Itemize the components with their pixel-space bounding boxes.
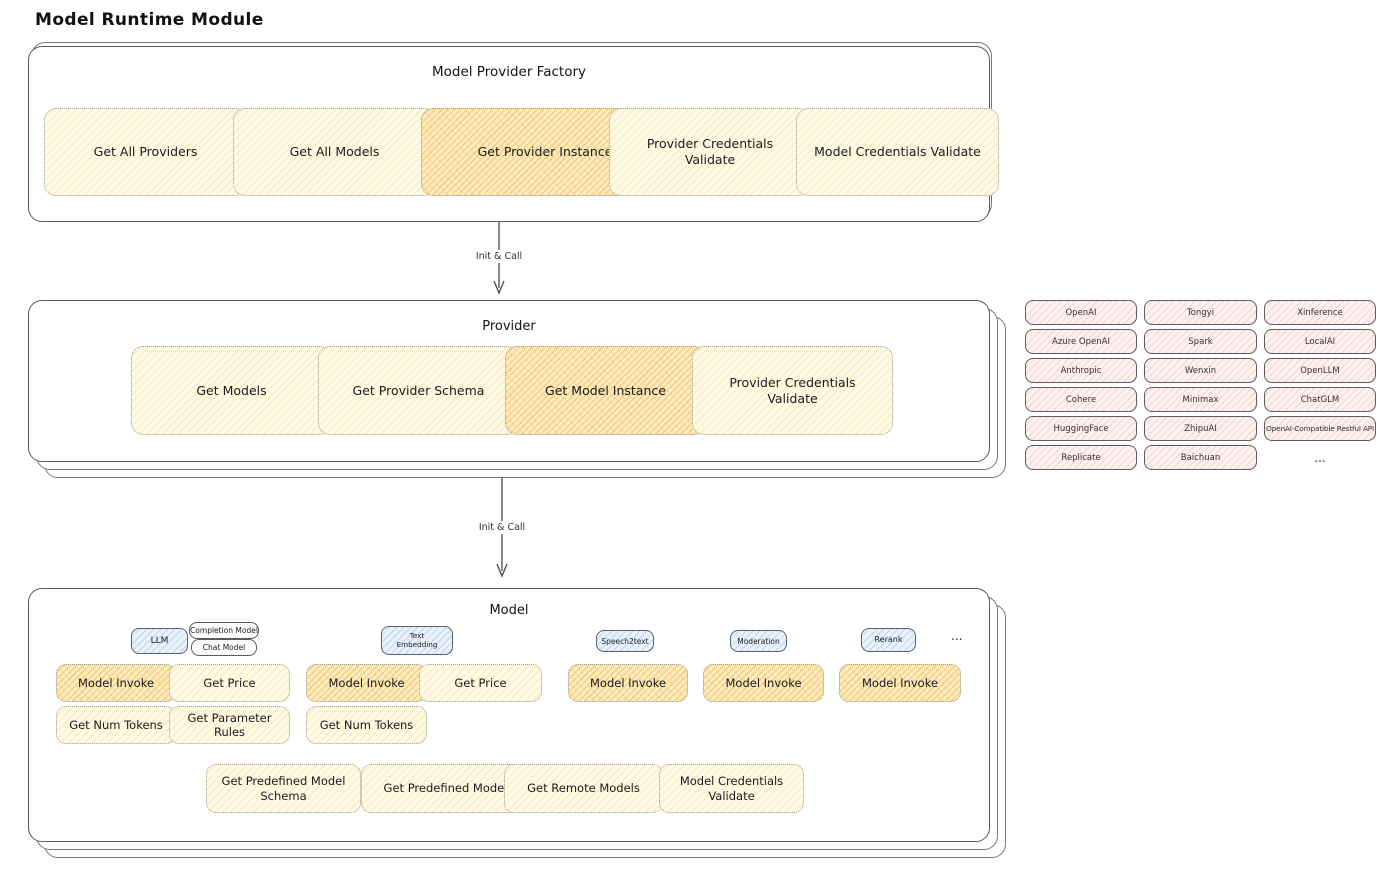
factory-button-provider-credentials-validate: Provider Credentials Validate — [609, 108, 811, 196]
tab-moderation: Moderation — [730, 630, 787, 652]
init-and-call-label: Init & Call — [471, 521, 533, 534]
provider-item-openai: OpenAI — [1025, 300, 1137, 325]
tab-speech2text: Speech2text — [596, 630, 654, 652]
provider-box: Provider Get Models Get Provider Schema … — [28, 300, 990, 462]
subtab-completion-model: Completion Model — [189, 622, 259, 639]
embedding-get-price-button: Get Price — [419, 664, 542, 702]
diagram-title: Model Runtime Module — [35, 10, 264, 30]
provider-item-minimax: Minimax — [1144, 387, 1257, 412]
model-box: Model LLM Completion Model Chat Model Te… — [28, 588, 990, 842]
llm-get-parameter-rules-button: Get Parameter Rules — [169, 706, 290, 744]
provider-button-provider-credentials-validate: Provider Credentials Validate — [692, 346, 893, 435]
provider-item-openllm: OpenLLM — [1264, 358, 1376, 383]
provider-item-xinference: Xinference — [1264, 300, 1376, 325]
provider-item-tongyi: Tongyi — [1144, 300, 1257, 325]
factory-button-model-credentials-validate: Model Credentials Validate — [796, 108, 999, 196]
embedding-get-num-tokens-button: Get Num Tokens — [306, 706, 427, 744]
init-and-call-label: Init & Call — [468, 250, 530, 263]
providers-more-ellipsis: ... — [1314, 450, 1326, 465]
speech2text-model-invoke-button: Model Invoke — [568, 664, 688, 702]
provider-item-replicate: Replicate — [1025, 445, 1137, 470]
tab-text-embedding: Text Embedding — [381, 626, 453, 655]
provider-item-chatglm: ChatGLM — [1264, 387, 1376, 412]
moderation-model-invoke-button: Model Invoke — [703, 664, 824, 702]
provider-item-huggingface: HuggingFace — [1025, 416, 1137, 441]
tab-llm: LLM — [131, 628, 188, 654]
model-tabs-more-ellipsis: ... — [951, 629, 963, 643]
provider-item-zhipuai: ZhipuAI — [1144, 416, 1257, 441]
rerank-model-invoke-button: Model Invoke — [839, 664, 961, 702]
provider-item-localai: LocalAI — [1264, 329, 1376, 354]
providers-grid: OpenAI Tongyi Xinference Azure OpenAI Sp… — [1025, 300, 1376, 470]
llm-model-invoke-button: Model Invoke — [56, 664, 176, 702]
provider-item-openai-compatible-restful-api: OpenAI-Compatible Restful API — [1264, 416, 1376, 441]
model-provider-factory-box: Model Provider Factory Get All Providers… — [28, 46, 999, 222]
provider-item-spark: Spark — [1144, 329, 1257, 354]
provider-item-anthropic: Anthropic — [1025, 358, 1137, 383]
provider-box-title: Provider — [482, 319, 536, 334]
get-remote-models-button: Get Remote Models — [504, 764, 663, 813]
factory-button-get-all-models: Get All Models — [233, 108, 436, 196]
llm-get-num-tokens-button: Get Num Tokens — [56, 706, 176, 744]
model-box-title: Model — [489, 603, 529, 618]
factory-button-get-all-providers: Get All Providers — [44, 108, 247, 196]
tab-rerank: Rerank — [861, 628, 916, 652]
provider-item-cohere: Cohere — [1025, 387, 1137, 412]
provider-button-get-model-instance: Get Model Instance — [505, 346, 706, 435]
provider-button-get-models: Get Models — [131, 346, 332, 435]
factory-box-title: Model Provider Factory — [431, 64, 586, 80]
get-predefined-model-schema-button: Get Predefined Model Schema — [206, 764, 361, 813]
model-credentials-validate-button: Model Credentials Validate — [659, 764, 804, 813]
provider-button-get-provider-schema: Get Provider Schema — [318, 346, 519, 435]
factory-button-get-provider-instance: Get Provider Instance — [421, 108, 669, 196]
provider-item-azure-openai: Azure OpenAI — [1025, 329, 1137, 354]
provider-item-baichuan: Baichuan — [1144, 445, 1257, 470]
llm-get-price-button: Get Price — [169, 664, 290, 702]
provider-item-wenxin: Wenxin — [1144, 358, 1257, 383]
subtab-chat-model: Chat Model — [191, 639, 257, 656]
embedding-model-invoke-button: Model Invoke — [306, 664, 427, 702]
